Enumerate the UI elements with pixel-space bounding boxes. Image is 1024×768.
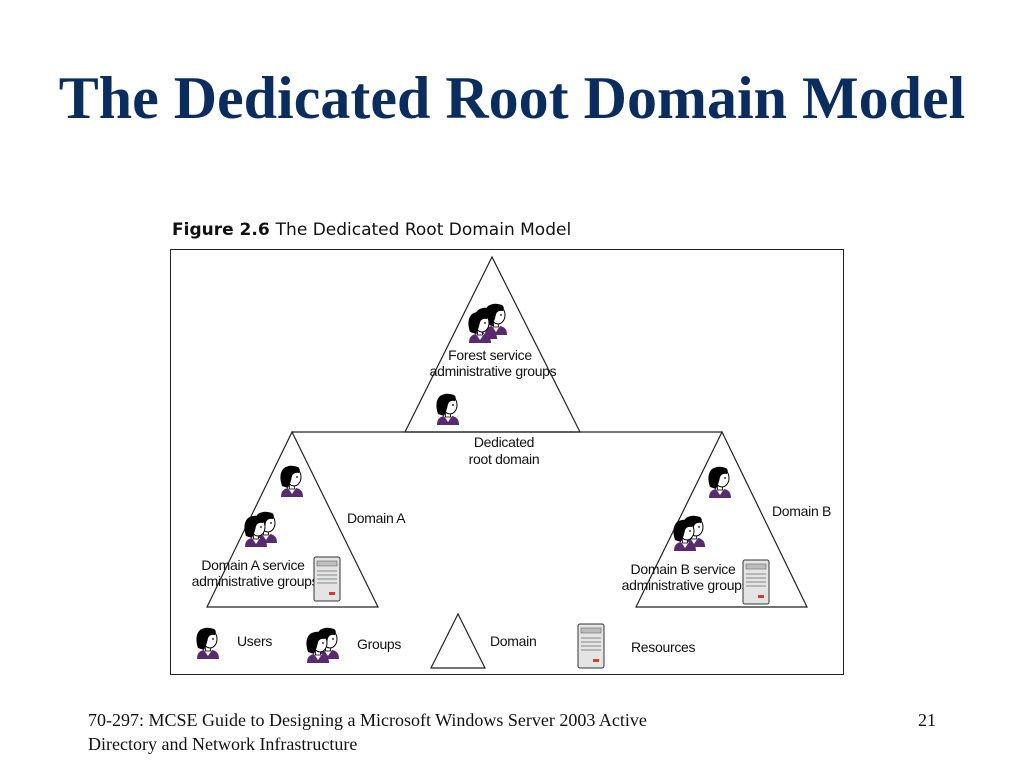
domain-b-server-icon	[742, 559, 770, 605]
figure-number: Figure 2.6	[172, 220, 270, 240]
legend-server-icon	[577, 623, 605, 669]
domain-b-service-label-1: Domain B service	[631, 561, 736, 577]
forest-service-label-2: administrative groups	[430, 363, 557, 379]
dedicated-root-label-1: Dedicated	[474, 434, 534, 450]
legend-user-icon	[195, 627, 220, 660]
domain-b-triangle	[635, 430, 808, 608]
legend-groups-label: Groups	[357, 636, 401, 652]
forest-admin-group-icon	[467, 303, 508, 344]
domain-a-service-label-2: administrative groups	[192, 573, 319, 589]
domain-a-user-icon	[279, 465, 304, 498]
forest-service-label-1: Forest service	[448, 347, 532, 363]
domain-a-server-icon	[313, 556, 341, 602]
root-user-icon	[435, 393, 460, 426]
page-number: 21	[918, 710, 936, 730]
domain-b-service-label-2: administrative groups	[622, 577, 749, 593]
slide-title: The Dedicated Root Domain Model	[58, 65, 966, 131]
domain-a-service-label-1: Domain A service	[201, 557, 305, 573]
domain-a-name: Domain A	[347, 510, 406, 526]
root-domain-triangle	[404, 255, 581, 433]
legend-group-icon	[305, 627, 340, 664]
legend-domain-triangle-icon	[430, 612, 486, 669]
figure-frame	[170, 249, 844, 675]
legend-users-label: Users	[237, 633, 272, 649]
domain-b-name: Domain B	[772, 503, 831, 519]
legend-resources-label: Resources	[631, 639, 696, 655]
domain-b-user-icon	[707, 466, 732, 499]
figure-caption-text: The Dedicated Root Domain Model	[275, 220, 572, 240]
dedicated-root-label-2: root domain	[469, 451, 540, 467]
legend-domain-label: Domain	[490, 633, 536, 649]
slide-footer: 70-297: MCSE Guide to Designing a Micros…	[88, 710, 647, 754]
domain-a-admin-group-icon	[243, 511, 278, 548]
